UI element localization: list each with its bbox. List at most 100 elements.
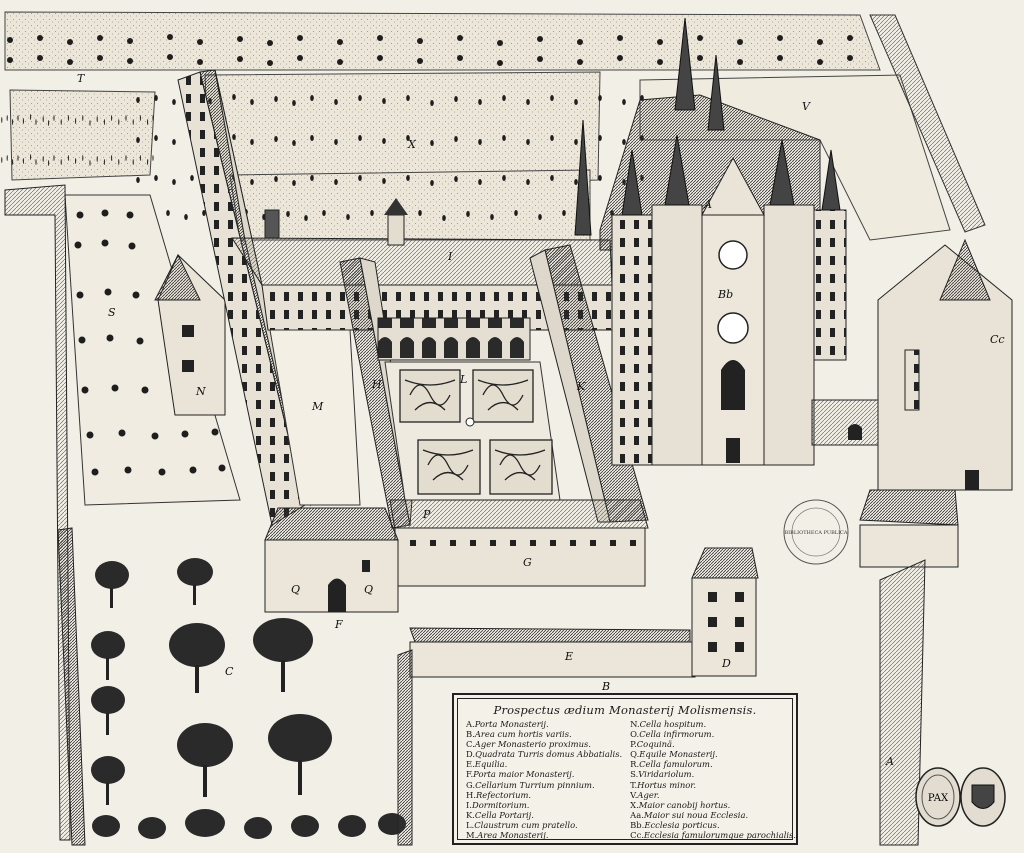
legend-title: Prospectus ædium Monasterij Molismensis.	[493, 703, 757, 717]
legend-key: H.	[466, 789, 476, 800]
letter-q-right: Q	[364, 583, 373, 596]
legend-text: Cella famulorum.	[639, 759, 713, 770]
legend-entry: Cc.Ecclesia famulorumque parochialis.	[630, 830, 796, 840]
legend-entry: I.Dormitorium.	[466, 800, 622, 810]
legend-entry: Aa.Maior sui noua Ecclesia.	[630, 810, 796, 820]
viridariolum-garden	[64, 194, 241, 506]
letter-b: B	[601, 680, 610, 693]
library-stamp-text: BIBLIOTHECA PUBLICA	[785, 530, 848, 536]
legend-entry: B.Area cum hortis variis.	[466, 729, 622, 739]
letter-f: F	[334, 618, 343, 631]
stables-e	[409, 627, 696, 678]
legend-entry: M.Area Monasterij.	[466, 830, 622, 840]
letter-h: H	[371, 378, 382, 391]
legend-key: L.	[466, 819, 475, 830]
south-range	[389, 499, 649, 587]
legend-entry: Bb.Ecclesia porticus.	[630, 820, 796, 830]
large-tree	[95, 561, 129, 608]
orchard-trees	[1, 34, 853, 221]
legend-text: Cella infirmorum.	[639, 729, 715, 740]
legend-cartouche: Prospectus ædium Monasterij Molismensis.…	[452, 693, 798, 845]
legend-text: Area Monasterij.	[477, 830, 549, 841]
right-gate-wall	[879, 559, 926, 846]
legend-text: Maior canobij hortus.	[638, 799, 731, 810]
legend-left-column: A.Porta Monasterij.B.Area cum hortis var…	[466, 719, 622, 840]
letter-bb: Bb	[717, 288, 733, 301]
legend-text: Maior sui noua Ecclesia.	[643, 809, 749, 820]
legend-key: D.	[466, 749, 476, 760]
legend-entry: C.Ager Monasterio proximus.	[466, 739, 622, 749]
parish-church-cc	[877, 238, 1013, 491]
legend-text: Viridariolum.	[638, 769, 695, 780]
rose-window-lower	[717, 312, 749, 344]
legend-text: Equile Monasterij.	[639, 749, 718, 760]
letter-k: K	[576, 380, 586, 393]
cloister-arcade	[377, 317, 531, 361]
legend-key: S.	[630, 769, 639, 780]
legend-entry: P.Coquinä.	[630, 739, 796, 749]
legend-text: Cella Portarij.	[474, 809, 534, 820]
letter-cc: Cc	[990, 333, 1005, 346]
legend-key: V.	[630, 789, 638, 800]
courtyard-m	[269, 329, 361, 506]
lower-wall	[397, 649, 413, 846]
legend-key: Q.	[630, 749, 640, 760]
pax-monogram: PAX	[928, 793, 949, 804]
legend-text: Cella hospitum.	[639, 719, 707, 729]
cloister-fountain	[465, 417, 475, 427]
rose-window-upper	[718, 240, 748, 270]
legend-text: Hortus minor.	[637, 779, 697, 790]
letter-q-left: Q	[291, 583, 300, 596]
field-c-trees	[91, 558, 406, 839]
legend-entry: D.Quadrata Turris domus Abbatialis.	[466, 749, 622, 759]
church-spires	[574, 17, 841, 236]
legend-entry: X.Maior canobij hortus.	[630, 800, 796, 810]
coat-of-arms-seal	[960, 767, 1006, 827]
pax-seal: PAX	[915, 767, 961, 827]
letter-a-church: A	[703, 198, 712, 211]
abbot-tower-d	[691, 547, 759, 677]
legend-text: Area cum hortis variis.	[474, 729, 572, 740]
legend-key: F.	[466, 769, 474, 780]
legend-key: N.	[630, 719, 640, 729]
legend-text: Ager.	[637, 789, 660, 800]
legend-key: X.	[630, 799, 639, 810]
legend-entry: H.Refectorium.	[466, 790, 622, 800]
legend-text: Ecclesia porticus.	[644, 819, 720, 830]
letter-e: E	[564, 650, 573, 663]
legend-entry: F.Porta maior Monasterij.	[466, 769, 622, 779]
legend-text: Equilia.	[474, 759, 508, 770]
legend-entry: N.Cella hospitum.	[630, 719, 796, 729]
legend-key: B.	[466, 729, 475, 740]
legend-key: T.	[630, 779, 638, 790]
letter-s: S	[108, 306, 116, 319]
legend-key: Aa.	[630, 809, 644, 820]
legend-key: A.	[466, 719, 475, 729]
letter-l: L	[459, 373, 467, 386]
legend-key: Bb.	[630, 819, 645, 830]
abbey-church	[574, 17, 847, 466]
letter-i: I	[447, 250, 453, 263]
legend-key: I.	[466, 799, 472, 810]
legend-entry: S.Viridariolum.	[630, 769, 796, 779]
legend-key: Cc.	[630, 830, 644, 841]
legend-text: Cellarium Turrium pinnium.	[475, 779, 595, 790]
legend-entry: E.Equilia.	[466, 759, 622, 769]
legend-key: P.	[630, 739, 637, 750]
legend-key: O.	[630, 729, 640, 740]
letter-p: P	[422, 508, 431, 521]
legend-key: K.	[466, 809, 475, 820]
legend-list: A.Porta Monasterij.B.Area cum hortis var…	[466, 719, 796, 840]
letter-v: V	[802, 100, 811, 113]
legend-right-column: N.Cella hospitum.O.Cella infirmorum.P.Co…	[630, 719, 796, 840]
letter-t: T	[77, 72, 86, 85]
letter-m: M	[311, 400, 324, 413]
letter-c: C	[225, 665, 234, 678]
legend-key: R.	[630, 759, 640, 770]
legend-entry: O.Cella infirmorum.	[630, 729, 796, 739]
letter-g: G	[523, 556, 532, 569]
legend-key: M.	[466, 830, 478, 841]
legend-text: Quadrata Turris domus Abbatialis.	[475, 749, 623, 760]
legend-text: Porta maior Monasterij.	[473, 769, 575, 780]
legend-key: E.	[466, 759, 475, 770]
